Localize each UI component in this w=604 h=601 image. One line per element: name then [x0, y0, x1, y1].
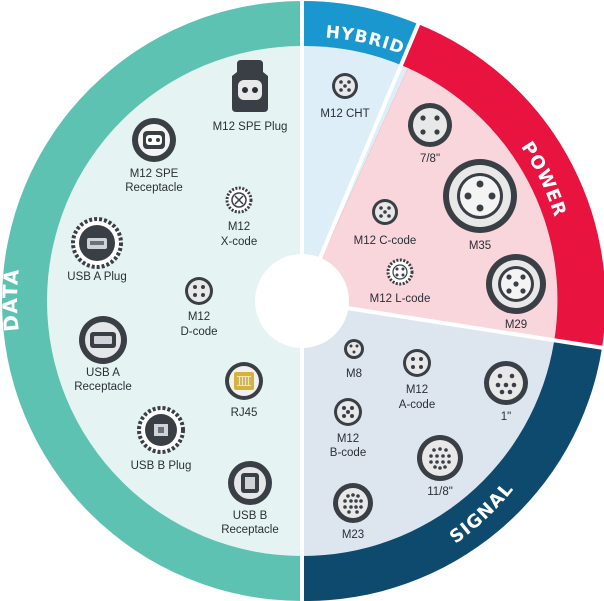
connector-usb-b-receptacle[interactable]: USB B Receptacle: [221, 461, 279, 536]
m12-spe-plug-label: M12 SPE Plug: [213, 121, 288, 133]
m29-icon: [486, 254, 546, 314]
m12-spe-receptacle-label-line1: M12 SPE: [130, 168, 179, 180]
usb-a-plug-label: USB A Plug: [67, 271, 126, 283]
connector-m12-cht[interactable]: M12 CHT: [320, 73, 370, 120]
one-inch-label: 1": [501, 411, 511, 423]
m12-b-code-label-line2: B-code: [330, 447, 366, 459]
m12-spe-receptacle-icon: [132, 118, 176, 162]
m29-label: M29: [505, 319, 527, 331]
m12-b-code-label-line1: M12: [337, 433, 359, 445]
one-and-one-eighth-icon: [417, 435, 463, 481]
rj45-icon: [225, 362, 263, 400]
m12-c-code-label: M12 C-code: [354, 235, 417, 247]
m12-x-code-icon: [225, 186, 253, 214]
m12-x-code-label-line2: X-code: [221, 236, 257, 248]
usb-b-receptacle-icon: [228, 461, 272, 505]
seven-eighths-label: 7/8": [420, 153, 440, 165]
connector-m12-b-code[interactable]: M12 B-code: [330, 398, 366, 459]
one-and-one-eighth-label: 11/8": [427, 486, 453, 498]
connector-seven-eighths[interactable]: 7/8": [408, 103, 452, 165]
usb-b-receptacle-label-line2: Receptacle: [221, 524, 279, 536]
connector-rj45[interactable]: RJ45: [225, 362, 263, 419]
connector-m12-c-code[interactable]: M12 C-code: [354, 199, 417, 247]
m12-c-code-icon: [372, 199, 398, 225]
rj45-label: RJ45: [231, 407, 258, 419]
connector-m12-spe-plug[interactable]: M12 SPE Plug: [213, 60, 288, 133]
m12-d-code-label-line1: M12: [188, 311, 210, 323]
m12-l-code-icon: [386, 258, 414, 286]
m12-spe-plug-icon: [232, 60, 268, 112]
m12-d-code-label-line2: D-code: [180, 326, 217, 338]
usb-a-receptacle-label-line2: Receptacle: [74, 381, 132, 393]
m12-cht-label: M12 CHT: [320, 108, 369, 120]
m12-x-code-label-line1: M12: [228, 221, 250, 233]
data-ring-label: DATA: [0, 267, 24, 332]
connector-m12-l-code[interactable]: M12 L-code: [370, 258, 431, 305]
usb-a-plug-icon: [71, 217, 123, 269]
usb-b-plug-label: USB B Plug: [131, 460, 192, 472]
connector-m23[interactable]: M23: [333, 483, 373, 541]
m12-spe-receptacle-label-line2: Receptacle: [125, 182, 183, 194]
m35-icon: [443, 159, 517, 233]
connector-m8[interactable]: M8: [344, 339, 364, 380]
connector-m29[interactable]: M29: [486, 254, 546, 331]
center-hole: [255, 254, 349, 348]
m8-label: M8: [346, 368, 362, 380]
connector-m35[interactable]: M35: [443, 159, 517, 252]
m12-cht-icon: [332, 73, 358, 99]
m23-icon: [333, 483, 373, 523]
m12-l-code-label: M12 L-code: [370, 293, 431, 305]
connector-m12-d-code[interactable]: M12 D-code: [180, 277, 218, 338]
seven-eighths-icon: [408, 103, 452, 147]
connector-m12-a-code[interactable]: M12 A-code: [399, 349, 435, 411]
connector-m12-x-code[interactable]: M12 X-code: [221, 186, 257, 248]
m12-d-code-icon: [185, 277, 213, 305]
connector-one-inch[interactable]: 1": [484, 361, 528, 423]
m12-a-code-label-line2: A-code: [399, 399, 435, 411]
connector-one-and-one-eighth[interactable]: 11/8": [417, 435, 463, 498]
connector-usb-b-plug[interactable]: USB B Plug: [131, 406, 192, 472]
usb-b-receptacle-label-line1: USB B: [233, 510, 268, 522]
m35-label: M35: [469, 240, 491, 252]
one-inch-icon: [484, 361, 528, 405]
m12-b-code-icon: [334, 398, 362, 426]
connector-usb-a-receptacle[interactable]: USB A Receptacle: [74, 316, 132, 393]
m8-icon: [344, 339, 364, 359]
usb-b-plug-icon: [137, 406, 185, 454]
m12-a-code-label-line1: M12: [406, 384, 428, 396]
m23-label: M23: [342, 529, 364, 541]
connector-usb-a-plug[interactable]: USB A Plug: [67, 217, 127, 283]
data-segment-area: [47, 46, 302, 556]
usb-a-receptacle-icon: [79, 316, 127, 364]
connector-m12-spe-receptacle[interactable]: M12 SPE Receptacle: [125, 118, 183, 194]
usb-a-receptacle-label-line1: USB A: [86, 367, 120, 379]
m12-a-code-icon: [403, 349, 431, 377]
